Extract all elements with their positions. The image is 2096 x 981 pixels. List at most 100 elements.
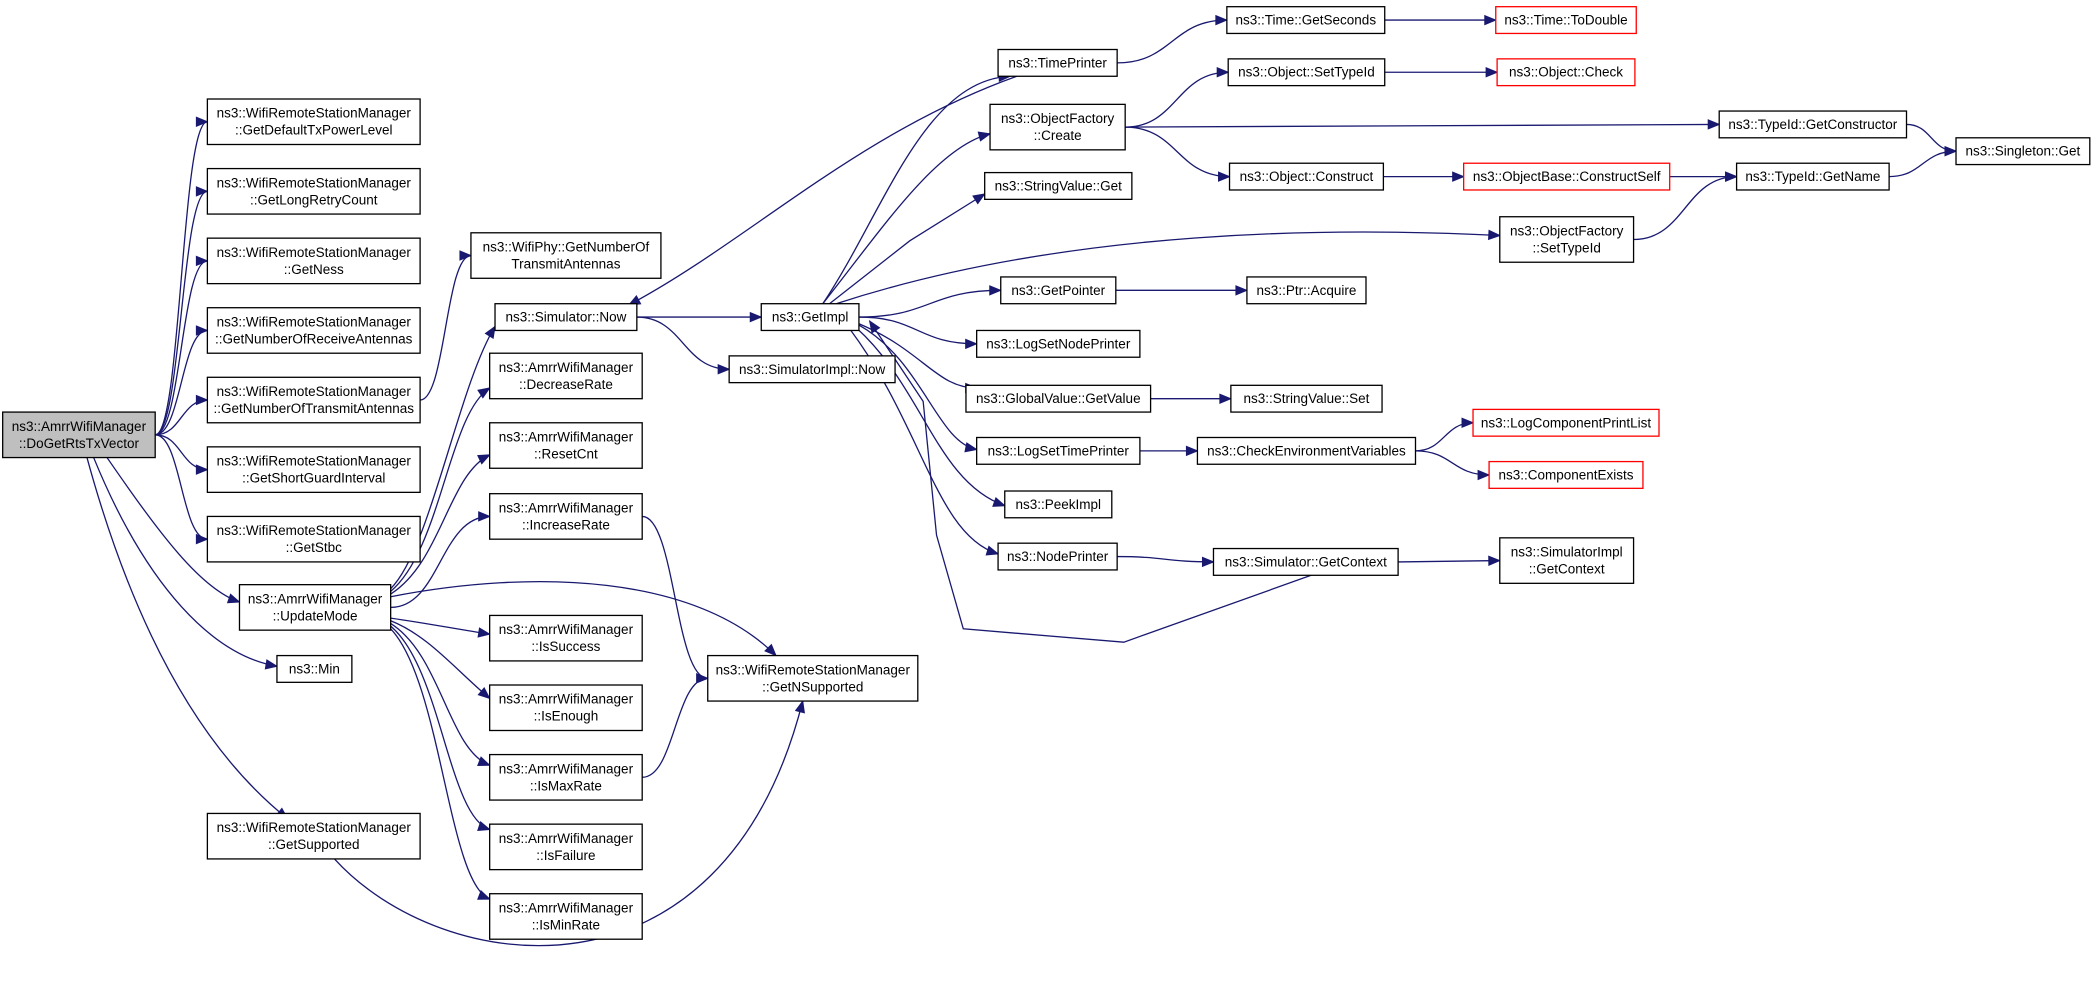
edge-arrowhead <box>989 285 1003 296</box>
edge-arrowhead <box>195 464 209 475</box>
edge-arrowhead <box>985 545 1000 556</box>
edge-line <box>390 625 490 831</box>
node-log-set-node-printer[interactable]: ns3::LogSetNodePrinter <box>976 329 1141 358</box>
edge-arrowhead <box>1707 119 1721 130</box>
edge-line <box>1398 559 1500 563</box>
edge-arrowhead <box>478 511 491 522</box>
edge-arrowhead <box>1216 67 1230 78</box>
node-is-min-rate[interactable]: ns3::AmrrWifiManager::IsMinRate <box>489 893 643 940</box>
node-label: ns3::StringValue::Get <box>995 178 1123 193</box>
node-string-value-get[interactable]: ns3::StringValue::Get <box>984 171 1133 200</box>
node-box <box>728 355 896 384</box>
node-is-success[interactable]: ns3::AmrrWifiManager::IsSuccess <box>489 614 643 662</box>
node-string-value-set[interactable]: ns3::StringValue::Set <box>1230 384 1383 413</box>
node-get-supported[interactable]: ns3::WifiRemoteStationManager::GetSuppor… <box>206 812 421 860</box>
edge-arrowhead <box>794 699 805 714</box>
node-object-factory-set-type-id[interactable]: ns3::ObjectFactory::SetTypeId <box>1499 216 1635 263</box>
node-simulator-get-context[interactable]: ns3::Simulator::GetContext <box>1212 547 1399 576</box>
node-label: ns3::Object::SetTypeId <box>1238 65 1375 80</box>
edge-arrowhead <box>195 325 209 336</box>
edge-root-to-get-default-tx-power-level <box>154 116 209 436</box>
edge-line <box>822 133 991 305</box>
edge-update-mode-to-increase-rate <box>390 511 491 609</box>
node-peek-impl[interactable]: ns3::PeekImpl <box>1004 490 1113 519</box>
node-type-id-get-name[interactable]: ns3::TypeId::GetName <box>1735 162 1890 191</box>
edge-arrowhead <box>477 454 491 465</box>
edge-line <box>835 231 1500 305</box>
node-is-failure[interactable]: ns3::AmrrWifiManager::IsFailure <box>489 823 643 871</box>
edge-simulator-get-context-to-get-impl <box>868 319 1312 643</box>
node-simulator-impl-get-context[interactable]: ns3::SimulatorImpl::GetContext <box>1499 537 1635 584</box>
edge-line <box>1117 555 1214 563</box>
edge-line <box>1125 71 1229 128</box>
node-get-default-tx-power-level[interactable]: ns3::WifiRemoteStationManager::GetDefaul… <box>206 98 421 146</box>
node-label: ns3::WifiRemoteStationManager <box>217 245 412 260</box>
node-reset-cnt[interactable]: ns3::AmrrWifiManager::ResetCnt <box>489 422 643 469</box>
edge-get-impl-to-get-pointer <box>858 285 1003 318</box>
node-label: ::GetContext <box>1529 562 1605 577</box>
node-is-enough[interactable]: ns3::AmrrWifiManager::IsEnough <box>489 684 643 732</box>
node-node-printer[interactable]: ns3::NodePrinter <box>997 542 1118 571</box>
node-increase-rate[interactable]: ns3::AmrrWifiManager::IncreaseRate <box>489 493 643 540</box>
node-object-construct[interactable]: ns3::Object::Construct <box>1228 162 1385 191</box>
edge-arrowhead <box>1461 417 1475 429</box>
node-log-component-print-list[interactable]: ns3::LogComponentPrintList <box>1472 408 1660 437</box>
node-is-max-rate[interactable]: ns3::AmrrWifiManager::IsMaxRate <box>489 753 643 801</box>
node-simulator-impl-now[interactable]: ns3::SimulatorImpl::Now <box>728 355 896 384</box>
node-get-impl[interactable]: ns3::GetImpl <box>760 303 860 332</box>
node-label: ns3::WifiRemoteStationManager <box>217 314 412 329</box>
node-component-exists[interactable]: ns3::ComponentExists <box>1488 460 1644 489</box>
node-time-get-seconds[interactable]: ns3::Time::GetSeconds <box>1226 6 1386 35</box>
node-label: ns3::WifiRemoteStationManager <box>716 662 911 677</box>
node-update-mode[interactable]: ns3::AmrrWifiManager::UpdateMode <box>238 584 392 631</box>
node-time-to-double[interactable]: ns3::Time::ToDouble <box>1495 6 1637 35</box>
node-singleton-get[interactable]: ns3::Singleton::Get <box>1955 137 2091 166</box>
node-object-set-type-id[interactable]: ns3::Object::SetTypeId <box>1227 58 1386 87</box>
node-get-ness[interactable]: ns3::WifiRemoteStationManager::GetNess <box>206 237 421 285</box>
edge-root-to-get-number-of-transmit-antennas <box>155 394 209 436</box>
node-label: ns3::ComponentExists <box>1498 467 1633 482</box>
node-get-pointer[interactable]: ns3::GetPointer <box>1000 276 1117 305</box>
node-box <box>489 352 643 400</box>
node-simulator-now[interactable]: ns3::Simulator::Now <box>494 303 638 332</box>
node-label: ns3::WifiRemoteStationManager <box>217 175 412 190</box>
node-ptr-acquire[interactable]: ns3::Ptr::Acquire <box>1246 276 1367 305</box>
node-decrease-rate[interactable]: ns3::AmrrWifiManager::DecreaseRate <box>489 352 643 400</box>
node-check-environment-variables[interactable]: ns3::CheckEnvironmentVariables <box>1196 436 1417 465</box>
node-get-stbc[interactable]: ns3::WifiRemoteStationManager::GetStbc <box>206 515 421 563</box>
edge-get-impl-to-peek-impl <box>855 327 1007 507</box>
node-wifi-phy-get-number-of-transmit-antennas[interactable]: ns3::WifiPhy::GetNumberOfTransmitAntenna… <box>470 232 662 279</box>
node-get-short-guard-interval[interactable]: ns3::WifiRemoteStationManager::GetShortG… <box>206 446 421 493</box>
node-label: ns3::Singleton::Get <box>1965 144 2080 159</box>
node-get-number-of-transmit-antennas[interactable]: ns3::WifiRemoteStationManager::GetNumber… <box>206 376 421 424</box>
node-label: ::GetLongRetryCount <box>250 192 378 207</box>
node-object-factory-create[interactable]: ns3::ObjectFactory::Create <box>989 103 1126 151</box>
node-object-base-construct-self[interactable]: ns3::ObjectBase::ConstructSelf <box>1463 162 1671 191</box>
edge-log-set-time-printer-to-check-environment-variables <box>1139 445 1199 457</box>
edge-get-impl-to-log-set-time-printer <box>858 324 978 453</box>
node-box <box>1212 547 1399 576</box>
node-global-value-get-value[interactable]: ns3::GlobalValue::GetValue <box>965 384 1152 413</box>
node-min[interactable]: ns3::Min <box>276 654 353 683</box>
edge-arrowhead <box>1488 229 1502 241</box>
edge-arrowhead <box>1201 556 1215 568</box>
node-get-nsupported[interactable]: ns3::WifiRemoteStationManager::GetNSuppo… <box>707 654 919 702</box>
edge-line <box>154 190 208 436</box>
node-time-printer[interactable]: ns3::TimePrinter <box>997 48 1118 77</box>
edge-arrowhead <box>972 193 986 205</box>
node-label: ::GetNumberOfTransmitAntennas <box>213 401 414 416</box>
node-log-set-time-printer[interactable]: ns3::LogSetTimePrinter <box>976 436 1141 465</box>
edge-arrowhead <box>1477 469 1491 481</box>
node-label: ns3::ObjectFactory <box>1510 223 1624 238</box>
node-type-id-get-constructor[interactable]: ns3::TypeId::GetConstructor <box>1718 110 1908 139</box>
node-box <box>494 303 638 332</box>
node-label: ns3::AmrrWifiManager <box>248 591 383 606</box>
node-object-check[interactable]: ns3::Object::Check <box>1496 58 1636 87</box>
node-get-number-of-receive-antennas[interactable]: ns3::WifiRemoteStationManager::GetNumber… <box>206 307 421 354</box>
edge-update-mode-to-is-max-rate <box>390 622 491 767</box>
edge-arrowhead <box>717 364 731 375</box>
node-get-long-retry-count[interactable]: ns3::WifiRemoteStationManager::GetLongRe… <box>206 167 421 215</box>
node-box <box>1196 436 1417 465</box>
node-label: ns3::AmrrWifiManager <box>499 622 634 637</box>
node-root[interactable]: ns3::AmrrWifiManager::DoGetRtsTxVector <box>2 411 156 459</box>
